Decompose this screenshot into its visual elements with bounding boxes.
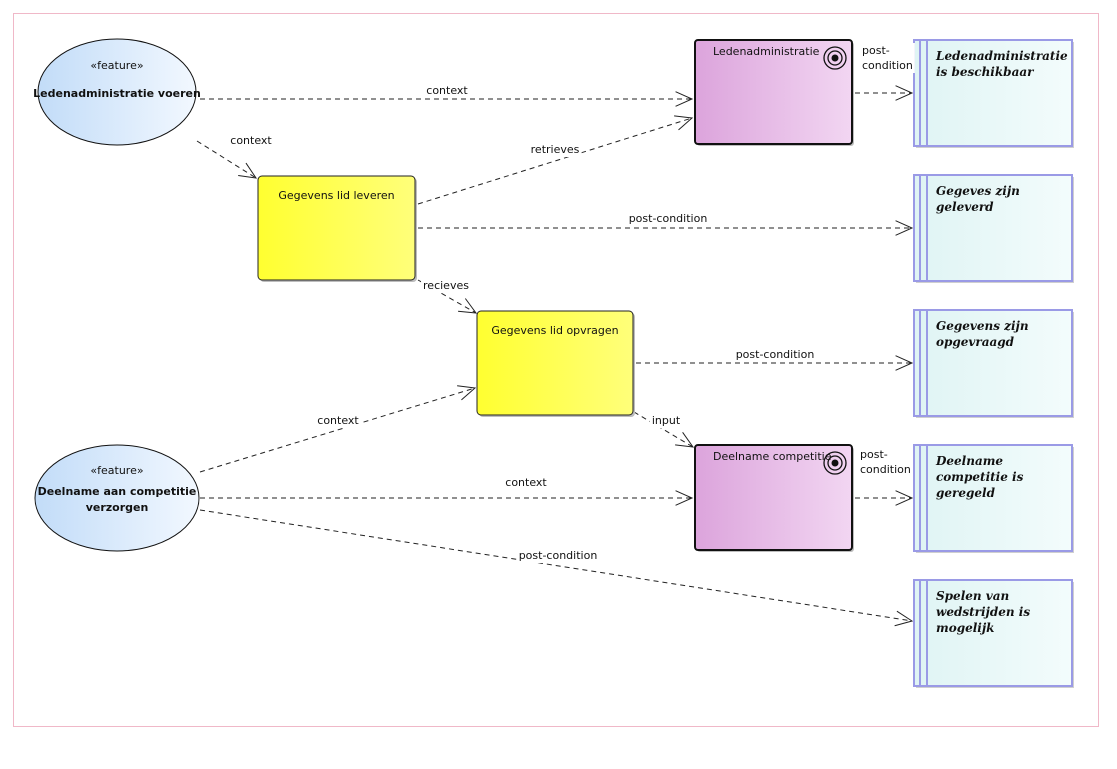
arrowhead <box>238 162 258 179</box>
arrowhead <box>895 355 914 371</box>
goal-text: Gegevens zijn <box>936 319 1029 333</box>
goal-text: wedstrijden is <box>936 605 1030 619</box>
process-p2[interactable]: Gegevens lid opvragen <box>476 310 635 417</box>
process-box <box>476 310 634 416</box>
arrowhead <box>675 91 694 107</box>
arrowhead <box>675 490 694 506</box>
goal-box <box>913 579 1073 687</box>
goal-box <box>913 39 1073 147</box>
edge-label: context <box>317 414 359 427</box>
arrowhead <box>674 115 694 131</box>
goal-text: Ledenadministratie <box>935 49 1068 63</box>
edge-label: context <box>505 476 547 489</box>
object-o1[interactable]: Ledenadministratie <box>694 39 854 146</box>
object-box <box>694 39 853 145</box>
object-box <box>694 444 853 551</box>
goal-text: opgevraagd <box>936 335 1015 349</box>
edge-f1-p1 <box>196 140 257 179</box>
goal-text: Deelname <box>935 454 1003 468</box>
process-p1[interactable]: Gegevens lid leveren <box>257 175 417 282</box>
edge-label-bg <box>516 548 600 563</box>
edge-label-bg <box>315 413 362 428</box>
arrowhead <box>894 610 914 627</box>
edge-label: post-condition <box>629 212 708 225</box>
feature-name: verzorgen <box>86 501 149 514</box>
edge-label: retrieves <box>531 143 580 156</box>
arrowhead <box>458 298 478 314</box>
goal-box <box>913 444 1073 552</box>
process-label: Gegevens lid opvragen <box>491 324 618 337</box>
goal-g5[interactable]: Spelen van wedstrijden is mogelijk <box>913 579 1074 688</box>
edge-label-bg <box>858 447 913 477</box>
process-label: Gegevens lid leveren <box>278 189 394 202</box>
object-o2[interactable]: Deelname competitie <box>694 444 854 552</box>
target-icon <box>823 451 847 475</box>
goal-g2[interactable]: Gegeves zijn geleverd <box>913 174 1074 283</box>
edge-f2-g5 <box>199 509 913 622</box>
feature-ellipse <box>37 38 197 146</box>
edge-label: context <box>426 84 468 97</box>
edge-label-bg <box>228 133 275 148</box>
edge-label: post-condition <box>860 448 911 476</box>
target-icon <box>823 46 847 70</box>
feature-stereotype: «feature» <box>90 59 143 72</box>
feature-ellipse <box>34 444 200 552</box>
goal-g1[interactable]: Ledenadministratie is beschikbaar <box>913 39 1074 148</box>
goal-text: geregeld <box>936 486 996 500</box>
goal-text: Gegeves zijn <box>936 184 1020 198</box>
edge-p2-o2 <box>633 411 694 448</box>
edge-label-bg <box>424 83 471 98</box>
edge-label-bg <box>626 211 710 226</box>
edge-label: recieves <box>423 279 469 292</box>
goal-text: competitie is <box>936 470 1024 484</box>
goal-g4[interactable]: Deelname competitie is geregeld <box>913 444 1074 553</box>
object-label: Ledenadministratie <box>713 45 820 58</box>
diagram-frame <box>13 13 1099 727</box>
edge-label: post-condition <box>862 44 913 72</box>
arrowhead <box>457 385 477 401</box>
arrowhead <box>895 490 914 506</box>
edge-label-bg <box>421 278 472 293</box>
feature-stereotype: «feature» <box>90 464 143 477</box>
arrowhead <box>895 220 914 236</box>
edge-label: input <box>652 414 681 427</box>
goal-box <box>913 174 1073 282</box>
edge-label: post-condition <box>736 348 815 361</box>
edge-label-bg <box>649 413 683 428</box>
edge-label-bg <box>860 43 915 73</box>
goal-g3[interactable]: Gegevens zijn opgevraagd <box>913 309 1074 418</box>
goal-text: mogelijk <box>936 621 995 635</box>
goal-text: is beschikbaar <box>936 65 1035 79</box>
edge-label: post-condition <box>519 549 598 562</box>
feature-f1[interactable]: «feature» Ledenadministratie voeren <box>33 38 201 146</box>
edge-label-bg <box>503 475 550 490</box>
goal-text: geleverd <box>936 200 994 214</box>
process-box <box>257 175 416 281</box>
goal-text: Spelen van <box>936 589 1009 603</box>
edge-p1-o1 <box>417 117 693 205</box>
edge-label: context <box>230 134 272 147</box>
edge-f2-p2 <box>199 387 476 473</box>
arrowhead <box>675 432 695 448</box>
feature-name: Deelname aan competitie <box>38 485 197 498</box>
edge-label-bg <box>528 142 582 157</box>
goal-box <box>913 309 1073 417</box>
edge-label-bg <box>733 347 817 362</box>
feature-f2[interactable]: «feature» Deelname aan competitie verzorge… <box>34 444 200 552</box>
object-label: Deelname competitie <box>713 450 832 463</box>
feature-name: Ledenadministratie voeren <box>33 87 201 100</box>
arrowhead <box>895 85 914 101</box>
